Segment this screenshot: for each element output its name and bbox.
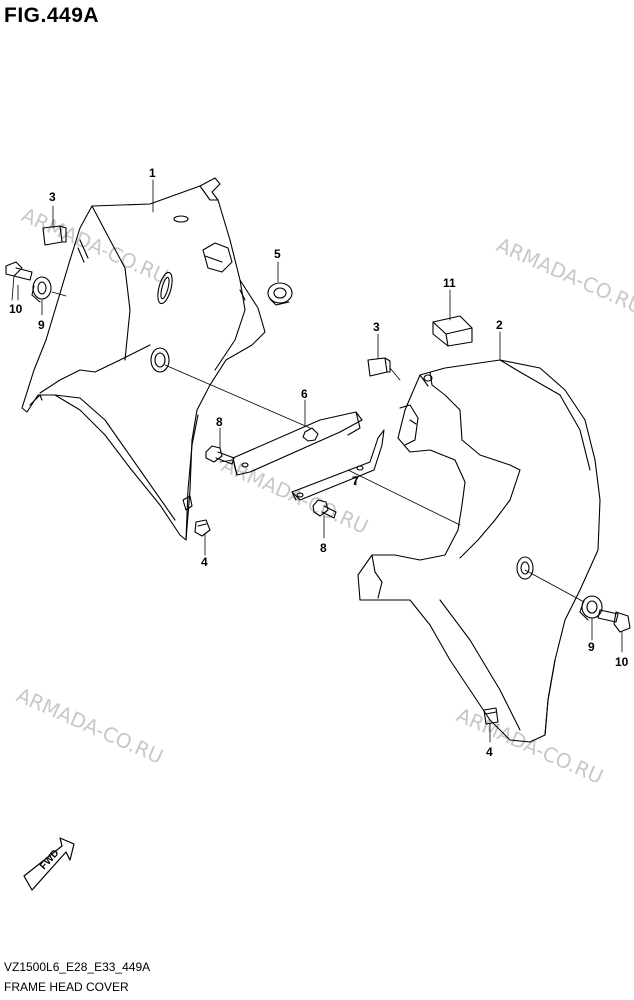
callout-5: 5 bbox=[274, 247, 281, 261]
callout-3-left: 3 bbox=[49, 190, 56, 204]
callout-3-center: 3 bbox=[373, 320, 380, 334]
watermark: ARMADA-CO.RU bbox=[18, 203, 172, 289]
watermark: ARMADA-CO.RU bbox=[493, 233, 634, 319]
callout-11: 11 bbox=[443, 276, 456, 290]
right-bolt-10 bbox=[597, 609, 631, 633]
callout-8-upper: 8 bbox=[216, 415, 223, 429]
callout-4-right: 4 bbox=[486, 745, 493, 759]
left-grommet-9 bbox=[31, 276, 52, 303]
callout-6: 6 bbox=[301, 387, 308, 401]
right-frame-head-cover bbox=[357, 359, 601, 743]
left-bolt-10 bbox=[5, 261, 33, 281]
watermark: ARMADA-CO.RU bbox=[13, 683, 167, 769]
callout-4-left: 4 bbox=[201, 555, 208, 569]
fwd-arrow-icon bbox=[23, 837, 75, 891]
callout-10-left: 10 bbox=[9, 302, 23, 316]
fwd-label: FWD bbox=[38, 848, 61, 872]
upper-bracket bbox=[232, 411, 363, 476]
figure-title: FIG.449A bbox=[4, 4, 100, 27]
pad-11 bbox=[432, 315, 473, 347]
left-frame-head-cover bbox=[21, 177, 266, 541]
callout-7: 7 bbox=[352, 474, 359, 488]
clip-4-left bbox=[194, 519, 211, 537]
callout-10-right: 10 bbox=[615, 655, 629, 669]
model-code: VZ1500L6_E28_E33_449A bbox=[4, 960, 151, 974]
callout-9-left: 9 bbox=[38, 318, 45, 332]
cushion-upper-left bbox=[42, 225, 67, 246]
callout-1: 1 bbox=[149, 166, 156, 180]
cushion-center bbox=[367, 357, 391, 377]
lower-bracket bbox=[291, 429, 385, 501]
watermark: ARMADA-CO.RU bbox=[453, 703, 607, 789]
callout-9-right: 9 bbox=[588, 640, 595, 654]
bolt-8-lower bbox=[312, 499, 337, 519]
leader-lines bbox=[11, 179, 623, 743]
grommet-5 bbox=[267, 282, 293, 306]
clip-4-right bbox=[483, 707, 499, 725]
callout-8-lower: 8 bbox=[320, 541, 327, 555]
figure-caption: FRAME HEAD COVER bbox=[4, 980, 129, 994]
callout-2: 2 bbox=[496, 318, 503, 332]
